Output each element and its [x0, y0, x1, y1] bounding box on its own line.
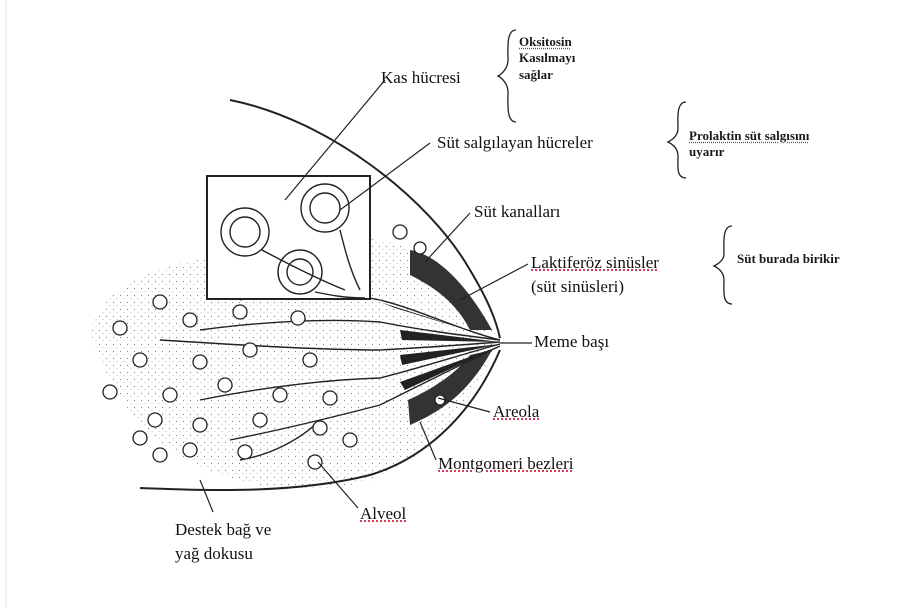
- label-montgomeri: Montgomeri bezleri: [438, 455, 574, 472]
- label-meme-basi: Meme başı: [534, 333, 609, 350]
- note-birikir: Süt burada birikir: [737, 251, 840, 267]
- label-laktiferoz: Laktiferöz sinüsler: [531, 254, 659, 271]
- label-destek-1: Destek bağ ve: [175, 521, 271, 538]
- label-destek-2: yağ dokusu: [175, 545, 253, 562]
- label-sut-salgilayan: Süt salgılayan hücreler: [437, 134, 593, 151]
- label-sut-kanallari: Süt kanalları: [474, 203, 560, 220]
- label-kas-hucresi: Kas hücresi: [381, 69, 461, 86]
- label-sut-sinusleri: (süt sinüsleri): [531, 278, 624, 295]
- note-prolaktin: Prolaktin süt salgısını uyarır: [689, 128, 809, 161]
- note-oksitosin: Oksitosin Kasılmayı sağlar: [519, 34, 575, 83]
- label-areola: Areola: [493, 403, 539, 420]
- label-alveol: Alveol: [360, 505, 406, 522]
